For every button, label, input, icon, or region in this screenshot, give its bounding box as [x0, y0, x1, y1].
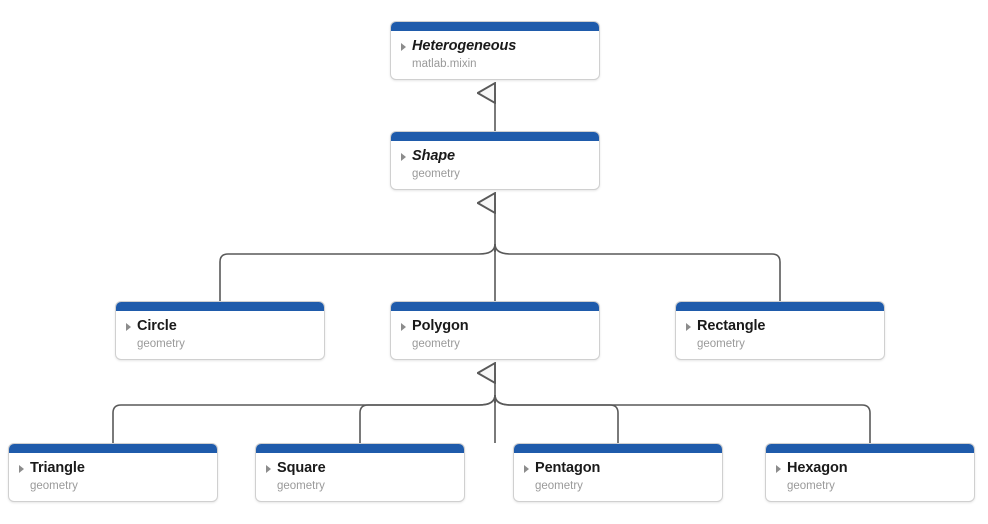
class-node-circle[interactable]: Circle geometry [115, 301, 325, 360]
class-name: Shape [412, 148, 456, 164]
edge-hexagon-to-polygon [494, 394, 871, 443]
chevron-right-icon[interactable] [401, 153, 406, 162]
node-title-row[interactable]: Polygon [401, 318, 589, 334]
chevron-right-icon[interactable] [401, 43, 406, 52]
class-name: Triangle [30, 460, 85, 476]
node-body: Square geometry [256, 453, 464, 501]
class-name: Square [277, 460, 326, 476]
node-body: Hexagon geometry [766, 453, 974, 501]
class-node-square[interactable]: Square geometry [255, 443, 465, 502]
class-node-hexagon[interactable]: Hexagon geometry [765, 443, 975, 502]
node-title-row[interactable]: Pentagon [524, 460, 712, 476]
node-header-bar [9, 444, 217, 453]
class-name: Hexagon [787, 460, 848, 476]
node-header-bar [766, 444, 974, 453]
node-title-row[interactable]: Rectangle [686, 318, 874, 334]
node-title-row[interactable]: Triangle [19, 460, 207, 476]
class-package: geometry [277, 480, 325, 493]
node-header-bar [256, 444, 464, 453]
chevron-right-icon[interactable] [401, 323, 406, 332]
node-title-row[interactable]: Square [266, 460, 454, 476]
class-node-heterogeneous[interactable]: Heterogeneous matlab.mixin [390, 21, 600, 80]
class-name: Pentagon [535, 460, 601, 476]
node-header-bar [391, 132, 599, 141]
class-package: geometry [30, 480, 78, 493]
class-package: matlab.mixin [412, 58, 477, 71]
edge-square-to-polygon [359, 394, 496, 443]
class-package: geometry [697, 338, 745, 351]
class-node-pentagon[interactable]: Pentagon geometry [513, 443, 723, 502]
node-body: Triangle geometry [9, 453, 217, 501]
chevron-right-icon[interactable] [686, 323, 691, 332]
node-header-bar [391, 302, 599, 311]
node-body: Circle geometry [116, 311, 324, 359]
node-body: Pentagon geometry [514, 453, 722, 501]
class-node-rectangle[interactable]: Rectangle geometry [675, 301, 885, 360]
node-body: Shape geometry [391, 141, 599, 189]
chevron-right-icon[interactable] [776, 465, 781, 474]
chevron-right-icon[interactable] [126, 323, 131, 332]
class-name: Circle [137, 318, 177, 334]
chevron-right-icon[interactable] [19, 465, 24, 474]
class-name: Rectangle [697, 318, 766, 334]
node-header-bar [676, 302, 884, 311]
edge-rectangle-to-shape [494, 243, 781, 301]
class-name: Heterogeneous [412, 38, 517, 54]
node-body: Polygon geometry [391, 311, 599, 359]
node-body: Rectangle geometry [676, 311, 884, 359]
class-node-polygon[interactable]: Polygon geometry [390, 301, 600, 360]
chevron-right-icon[interactable] [524, 465, 529, 474]
edge-pentagon-to-polygon [494, 394, 619, 443]
node-title-row[interactable]: Circle [126, 318, 314, 334]
class-name: Polygon [412, 318, 469, 334]
node-title-row[interactable]: Shape [401, 148, 589, 164]
edge-triangle-to-polygon [112, 394, 496, 443]
node-header-bar [116, 302, 324, 311]
node-header-bar [391, 22, 599, 31]
class-package: geometry [787, 480, 835, 493]
class-package: geometry [137, 338, 185, 351]
class-node-triangle[interactable]: Triangle geometry [8, 443, 218, 502]
class-package: geometry [412, 168, 460, 181]
edge-circle-to-shape [219, 243, 496, 301]
node-title-row[interactable]: Hexagon [776, 460, 964, 476]
node-header-bar [514, 444, 722, 453]
class-package: geometry [535, 480, 583, 493]
class-package: geometry [412, 338, 460, 351]
chevron-right-icon[interactable] [266, 465, 271, 474]
node-body: Heterogeneous matlab.mixin [391, 31, 599, 79]
class-node-shape[interactable]: Shape geometry [390, 131, 600, 190]
node-title-row[interactable]: Heterogeneous [401, 38, 589, 54]
